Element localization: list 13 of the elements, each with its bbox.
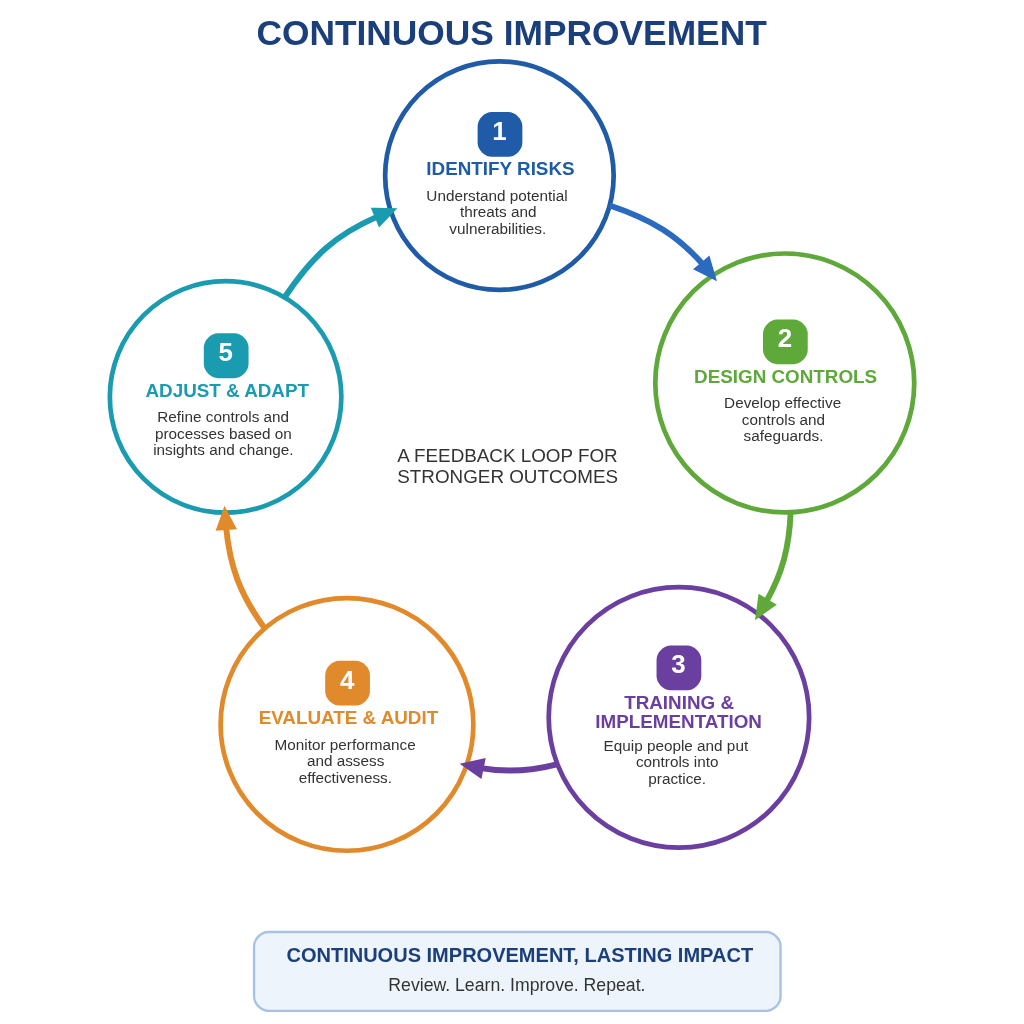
node-circle: 3 TRAINING & IMPLEMENTATION Equip people and put controls into practice. [546, 584, 812, 850]
node-circle: 5 ADJUST & ADAPT Refine controls and processes based on insights and change. [107, 278, 344, 516]
arrow [608, 202, 717, 282]
arrow [459, 758, 558, 779]
label: A FEEDBACK LOOP FOR STRONGER OUTCOMES [397, 445, 619, 488]
node-circle: 4 EVALUATE & AUDIT Monitor performance and assess effectiveness. [218, 595, 476, 854]
node-circle: 1 IDENTIFY RISKS Understand potential threats and vulnerabilities. [382, 59, 616, 293]
diagram-title: CONTINUOUS IMPROVEMENT [256, 12, 767, 52]
node-box: CONTINUOUS IMPROVEMENT, LASTING IMPACT Review. Learn. Improve. Repeat. [252, 930, 782, 1013]
arrow [215, 505, 267, 630]
arrow [755, 512, 794, 621]
arrow [282, 207, 398, 299]
node-circle: 2 DESIGN CONTROLS Develop effective controls and safeguards. [652, 251, 917, 515]
